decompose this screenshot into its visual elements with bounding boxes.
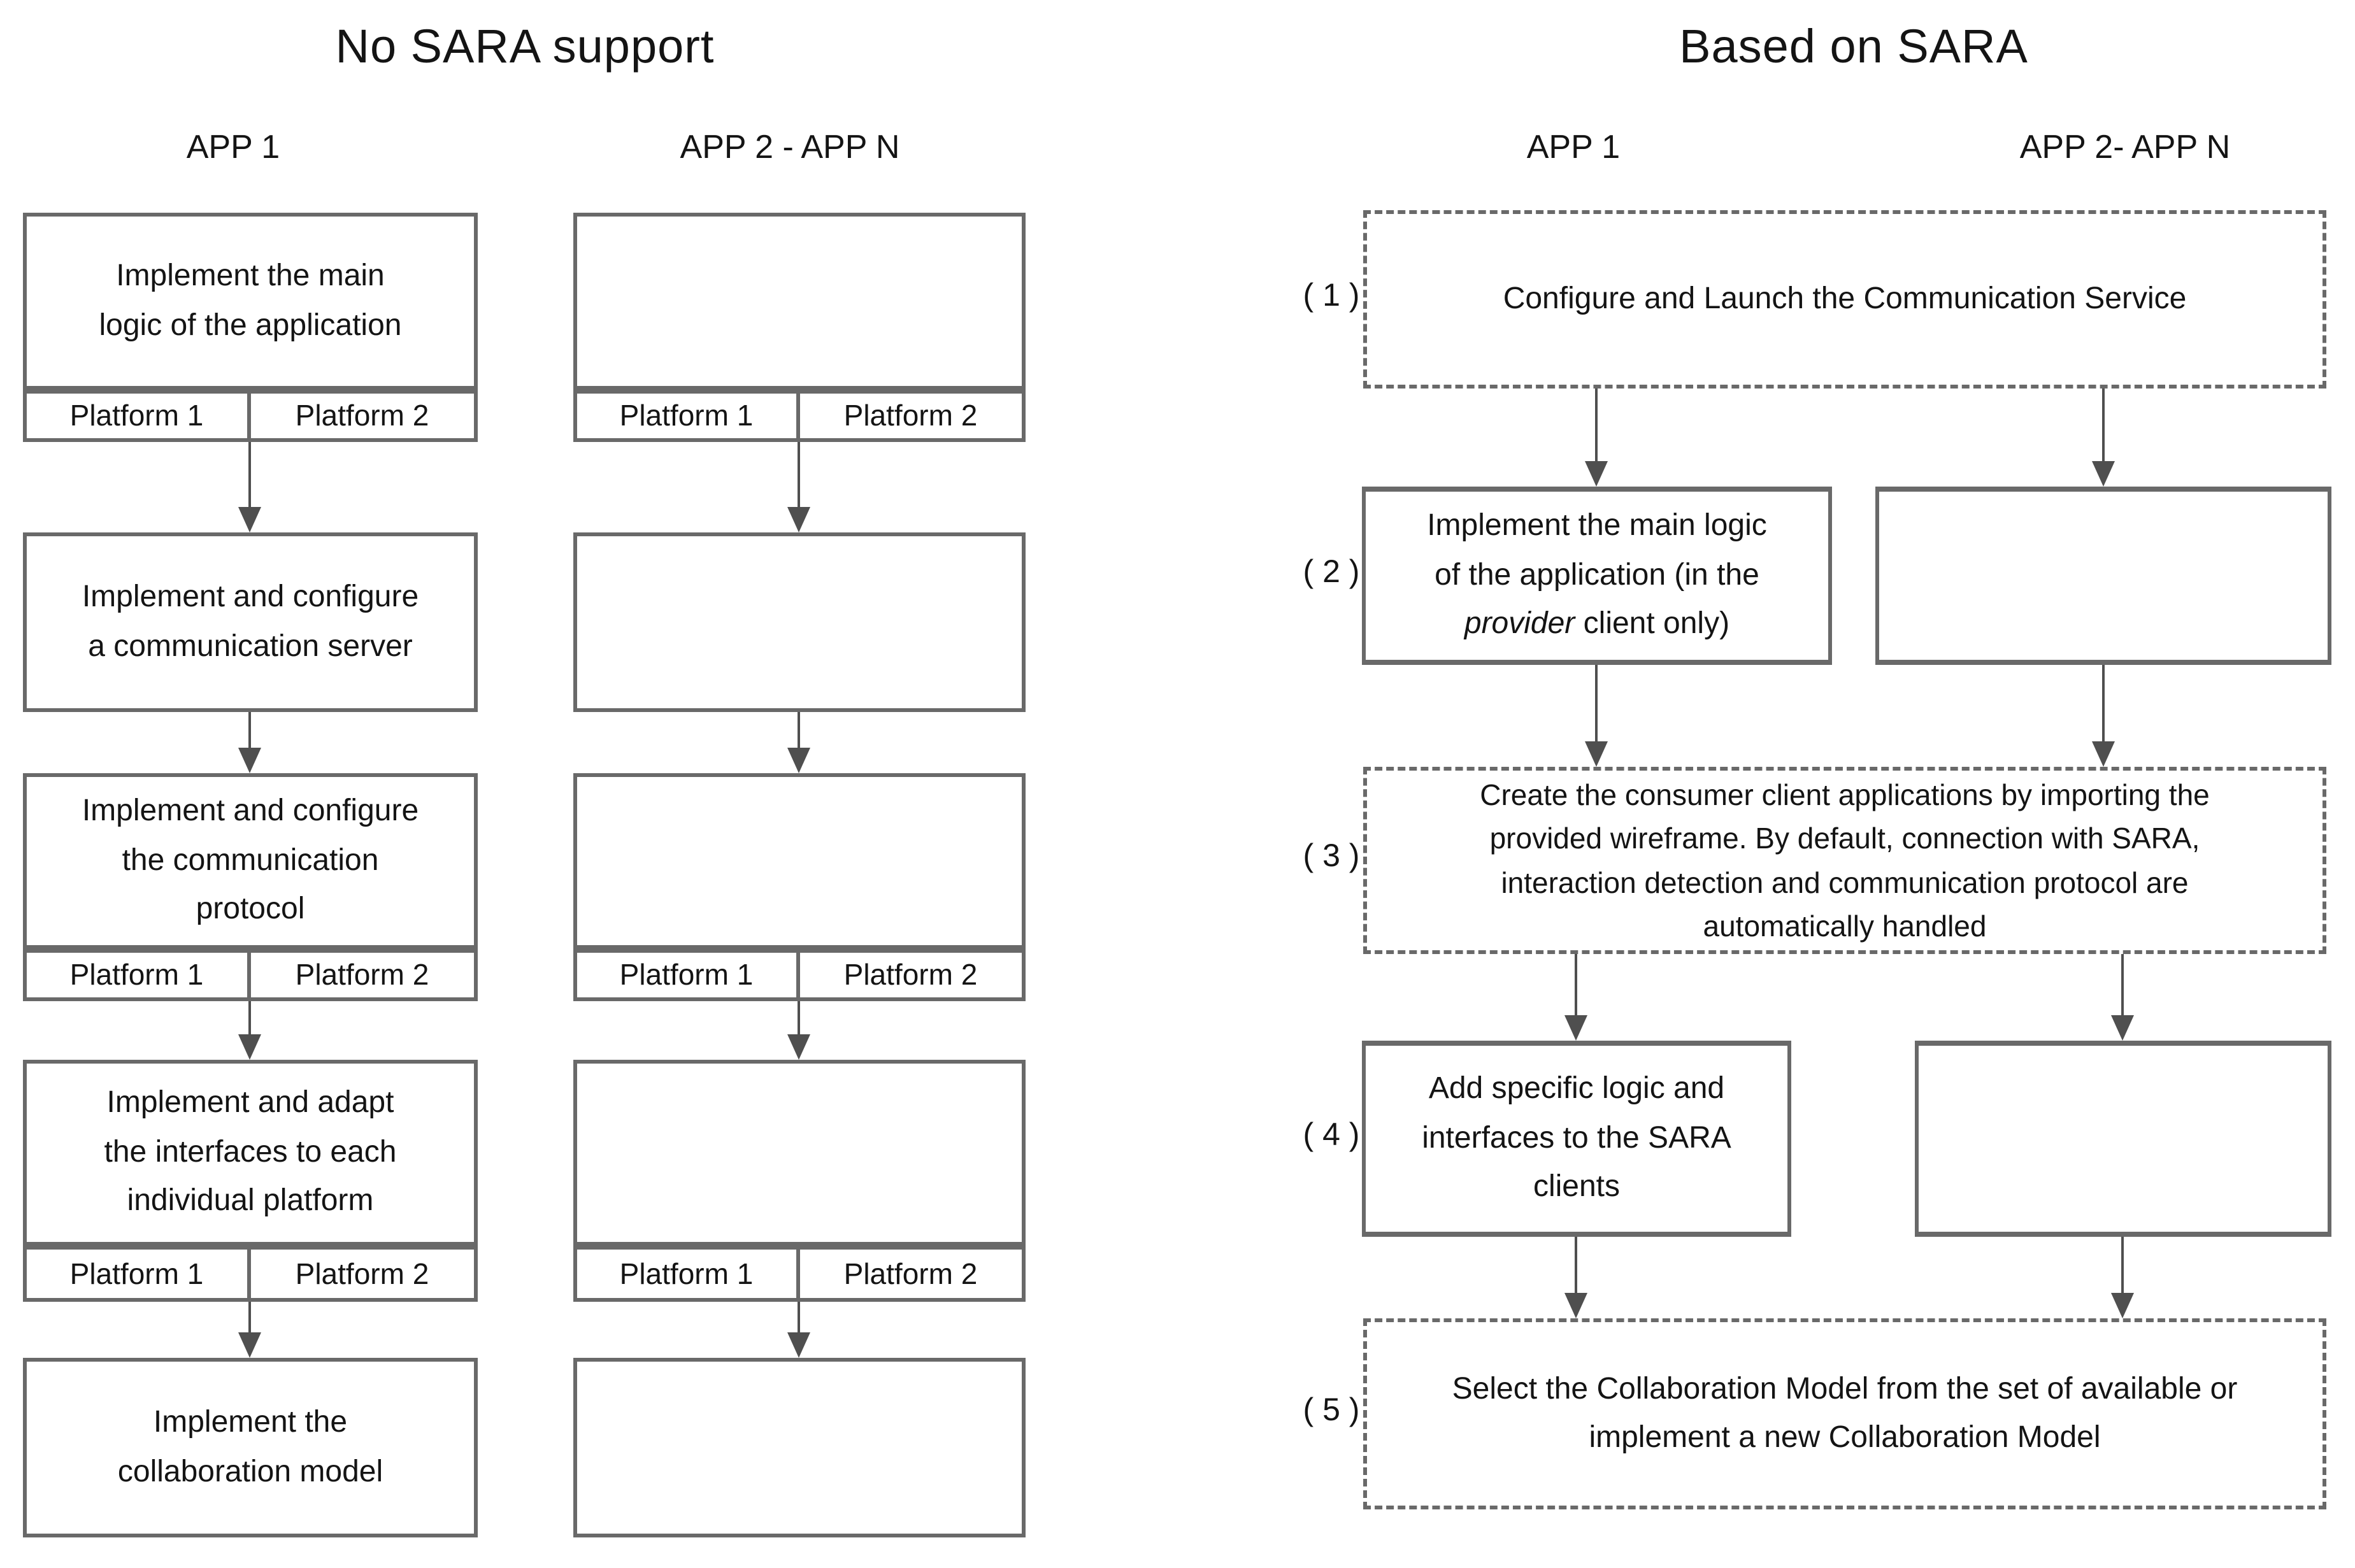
step3-box-create-consumer-clients: Create the consumer client applications … (1363, 767, 2326, 954)
flow-arrow (787, 712, 810, 773)
box-label: Implement the collaboration model (117, 1405, 383, 1488)
platform-1-cell: Platform 1 (577, 1250, 799, 1298)
left-col2-header: APP 2 - APP N (680, 127, 900, 166)
step1-box-configure-launch: Configure and Launch the Communication S… (1363, 210, 2326, 388)
step2-box-main-logic-provider: Implement the main logic of the applicat… (1362, 487, 1832, 665)
left-app2-box-empty-3 (573, 773, 1026, 949)
flow-arrow (2092, 388, 2115, 487)
box-label: Add specific logic and interfaces to the… (1422, 1071, 1731, 1204)
arrow-down-icon (787, 507, 810, 532)
left-app2-box-empty-4 (573, 1060, 1026, 1246)
text-run-italic: provider (1464, 606, 1575, 641)
platform-1-cell: Platform 1 (27, 953, 250, 997)
flow-arrow (2111, 954, 2134, 1041)
platform-1-cell: Platform 1 (27, 1250, 250, 1298)
step-number-2: ( 2 ) (1303, 554, 1360, 590)
right-col2-header: APP 2- APP N (2019, 127, 2231, 166)
platform-1-cell: Platform 1 (577, 953, 799, 997)
left-app2-box-empty-5 (573, 1358, 1026, 1537)
arrow-down-icon (787, 1332, 810, 1358)
step2-box-empty (1875, 487, 2331, 665)
left-app1-box-interfaces: Implement and adapt the interfaces to ea… (23, 1060, 478, 1246)
arrow-down-icon (1585, 461, 1608, 487)
platform-1-cell: Platform 1 (27, 394, 250, 438)
left-app1-platform-row-2: Platform 1 Platform 2 (23, 949, 478, 1001)
box-label: Implement and configure the communicatio… (82, 794, 419, 927)
left-diagram-title: No SARA support (335, 20, 715, 73)
box-label: Implement the main logic of the applicat… (99, 259, 402, 342)
text-run: client only) (1575, 606, 1730, 641)
flow-arrow (238, 1302, 261, 1358)
arrow-down-icon (2092, 741, 2115, 767)
flow-arrow (1564, 1237, 1587, 1318)
left-app1-platform-row-3: Platform 1 Platform 2 (23, 1246, 478, 1302)
flow-arrow (2092, 665, 2115, 767)
left-col1-header: APP 1 (186, 127, 280, 166)
arrow-down-icon (238, 1332, 261, 1358)
box-label: Configure and Launch the Communication S… (1503, 281, 2187, 316)
left-app1-box-comm-server: Implement and configure a communication … (23, 532, 478, 712)
arrow-down-icon (2111, 1015, 2134, 1041)
platform-2-cell: Platform 2 (843, 1257, 978, 1290)
arrow-down-icon (1585, 741, 1608, 767)
left-app2-box-empty-1 (573, 213, 1026, 390)
step-number-5: ( 5 ) (1303, 1392, 1360, 1428)
flow-arrow (238, 712, 261, 773)
left-app1-box-main-logic: Implement the main logic of the applicat… (23, 213, 478, 390)
flow-arrow (787, 442, 810, 532)
flow-arrow (2111, 1237, 2134, 1318)
box-label: Create the consumer client applications … (1480, 778, 2210, 943)
left-app1-box-comm-protocol: Implement and configure the communicatio… (23, 773, 478, 949)
left-app2-platform-row-1: Platform 1 Platform 2 (573, 390, 1026, 442)
left-app1-box-collab-model: Implement the collaboration model (23, 1358, 478, 1537)
left-app2-platform-row-3: Platform 1 Platform 2 (573, 1246, 1026, 1302)
flow-arrow (238, 442, 261, 532)
arrow-down-icon (787, 748, 810, 773)
flow-arrow (1585, 665, 1608, 767)
arrow-down-icon (238, 1034, 261, 1060)
right-diagram-title: Based on SARA (1679, 20, 2028, 73)
box-label: Implement and configure a communication … (82, 580, 419, 663)
text-run: Implement the main logic of the applicat… (1427, 508, 1767, 592)
arrow-down-icon (2111, 1293, 2134, 1318)
step-number-3: ( 3 ) (1303, 838, 1360, 874)
left-app2-box-empty-2 (573, 532, 1026, 712)
flow-arrow (1564, 954, 1587, 1041)
arrow-down-icon (238, 507, 261, 532)
platform-2-cell: Platform 2 (843, 958, 978, 991)
platform-2-cell: Platform 2 (295, 399, 429, 432)
step4-box-empty (1915, 1041, 2331, 1237)
platform-2-cell: Platform 2 (295, 958, 429, 991)
flow-arrow (1585, 388, 1608, 487)
step5-box-select-collab-model: Select the Collaboration Model from the … (1363, 1318, 2326, 1509)
step-number-4: ( 4 ) (1303, 1117, 1360, 1153)
arrow-down-icon (787, 1034, 810, 1060)
box-label: Select the Collaboration Model from the … (1452, 1371, 2238, 1455)
step-number-1: ( 1 ) (1303, 278, 1360, 313)
left-app2-platform-row-2: Platform 1 Platform 2 (573, 949, 1026, 1001)
right-col1-header: APP 1 (1526, 127, 1621, 166)
step4-box-add-specific-logic: Add specific logic and interfaces to the… (1362, 1041, 1791, 1237)
arrow-down-icon (2092, 461, 2115, 487)
flow-arrow (787, 1302, 810, 1358)
left-app1-platform-row-1: Platform 1 Platform 2 (23, 390, 478, 442)
box-label: Implement the main logic of the applicat… (1419, 502, 1775, 649)
arrow-down-icon (1564, 1015, 1587, 1041)
platform-2-cell: Platform 2 (295, 1257, 429, 1290)
platform-1-cell: Platform 1 (577, 394, 799, 438)
arrow-down-icon (1564, 1293, 1587, 1318)
arrow-down-icon (238, 748, 261, 773)
flow-arrow (787, 1001, 810, 1060)
platform-2-cell: Platform 2 (843, 399, 978, 432)
box-label: Implement and adapt the interfaces to ea… (104, 1085, 397, 1218)
flow-arrow (238, 1001, 261, 1060)
